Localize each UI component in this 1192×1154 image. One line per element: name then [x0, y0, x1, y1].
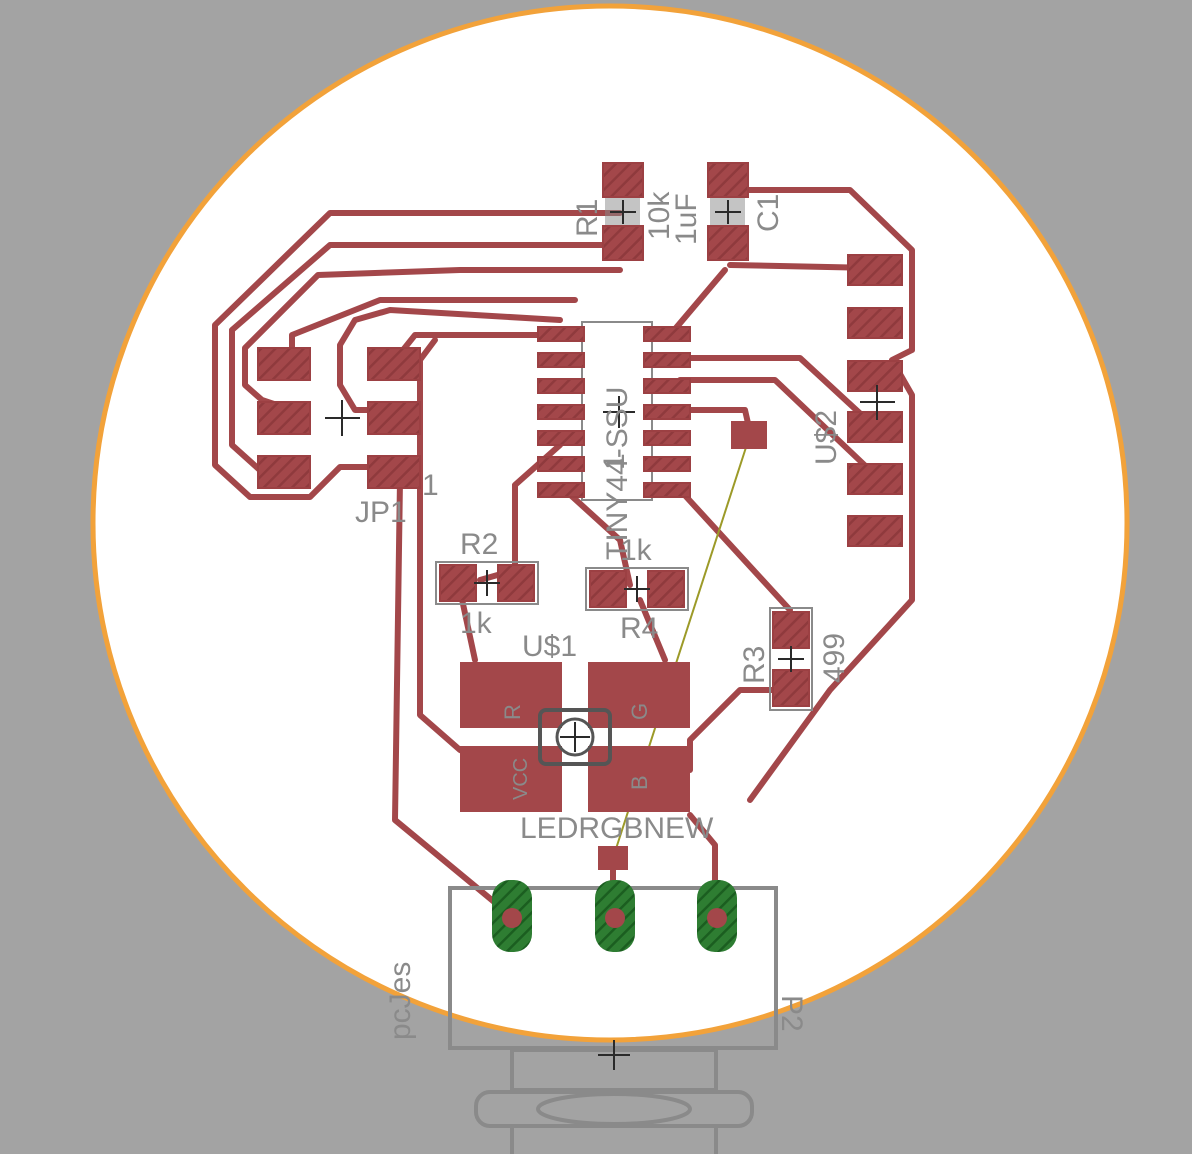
jp1-header — [257, 347, 421, 489]
c1-capacitor — [707, 162, 749, 261]
jp1-label: JP1 — [355, 496, 407, 529]
r4-resistor — [585, 567, 689, 611]
r3-resistor — [769, 607, 813, 711]
led-r-label: R — [500, 704, 525, 720]
r1-resistor — [602, 162, 644, 261]
ic-pin-label: 1 — [598, 453, 631, 470]
silkscreen-labels: R1 10k 1uF C1 JP1 1 TINY44-SSU 1 U$2 R2 … — [355, 191, 851, 1040]
r2-value: 1k — [460, 607, 493, 640]
r3-value: 499 — [818, 633, 851, 683]
via-pad — [598, 846, 628, 870]
led-vcc-label: VCC — [510, 758, 532, 800]
r4-value: 1k — [620, 534, 653, 567]
led-label: LEDRGBNEW — [520, 812, 714, 845]
r1-label: R1 — [571, 199, 604, 237]
led-b-label: B — [627, 775, 652, 790]
r2-label: R2 — [460, 528, 498, 561]
test-pad — [731, 421, 767, 449]
r3-label: R3 — [738, 646, 771, 684]
ic-label: TINY44-SSU — [601, 387, 634, 560]
u1-label: U$1 — [522, 630, 577, 663]
jp1-pin-label: 1 — [422, 469, 439, 502]
c1-label: C1 — [752, 194, 785, 232]
connector-label: pcJes — [384, 962, 417, 1040]
u2-label: U$2 — [810, 410, 843, 465]
rgb-led — [460, 662, 690, 812]
r2-resistor — [435, 561, 539, 605]
led-g-label: G — [627, 703, 652, 720]
power-connector — [448, 880, 778, 1154]
c1-value: 1uF — [670, 193, 703, 245]
r1-value: 10k — [643, 191, 676, 240]
u2-header — [847, 254, 903, 547]
ic-tiny44 — [537, 321, 691, 501]
connector-side-label: P2 — [775, 995, 808, 1032]
r4-label: R4 — [620, 612, 658, 645]
